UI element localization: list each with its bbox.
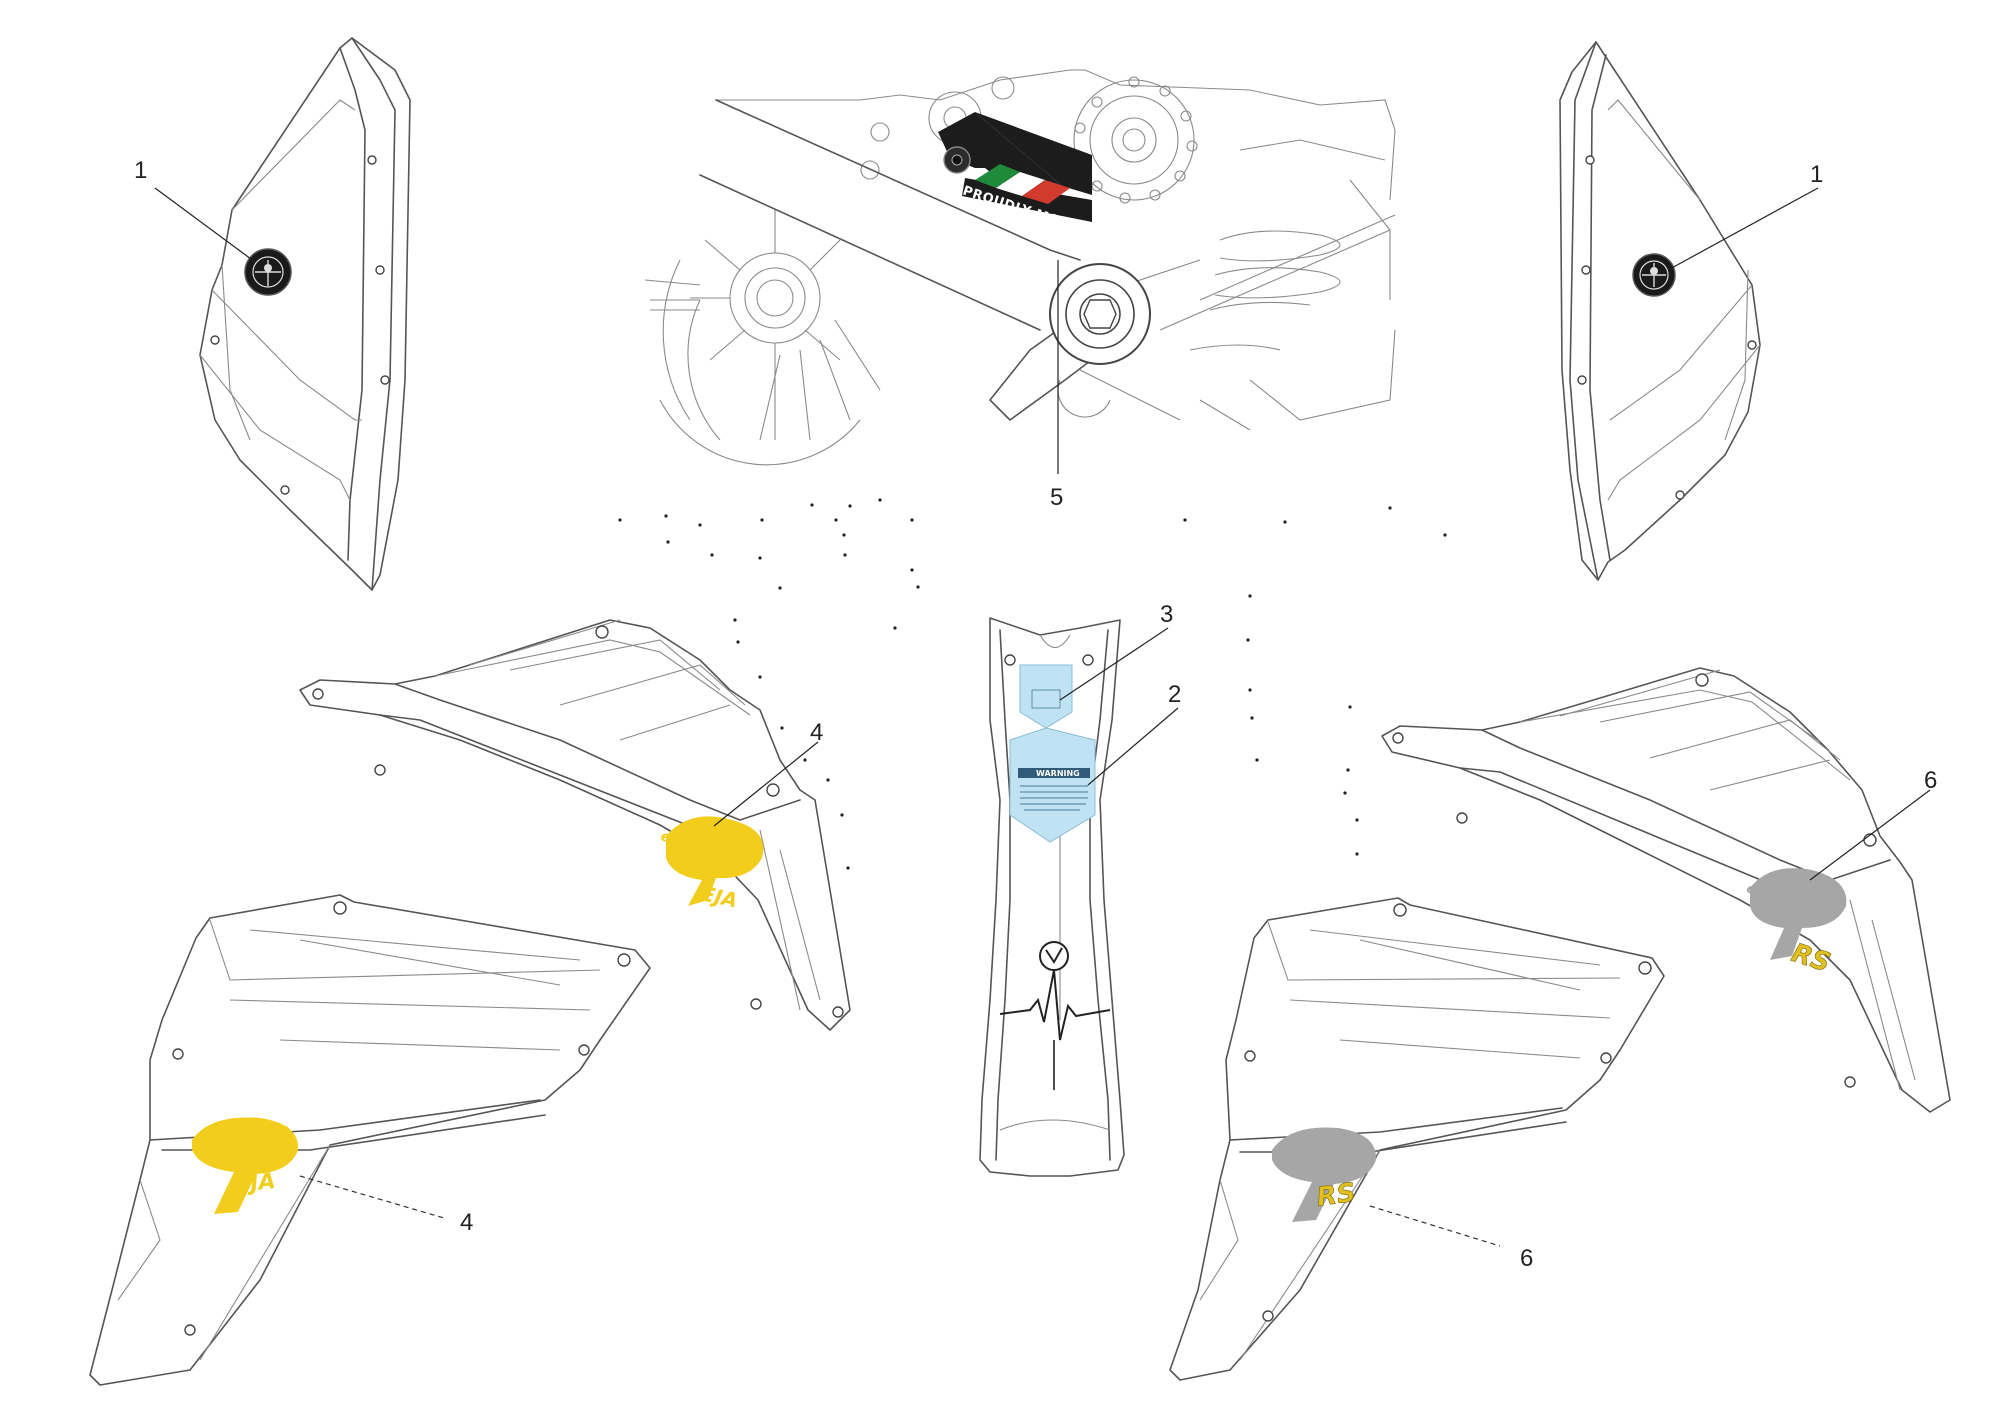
label-2-warning: WARNING xyxy=(1009,727,1096,843)
center-logo xyxy=(999,941,1111,1090)
center-cover: WARNING 3 2 xyxy=(979,601,1181,1177)
callout-1-left: 1 xyxy=(134,157,147,184)
assembly-dots xyxy=(618,498,1447,936)
decal-esse-7: esse xyxy=(1272,1142,1310,1164)
decal-eja: EJA xyxy=(699,881,740,912)
callout-6-mid: 6 xyxy=(1924,767,1937,794)
callout-1-right: 1 xyxy=(1810,161,1823,188)
callout-3: 3 xyxy=(1160,601,1173,628)
decal-esse-rs-bottom: esse esse RS xyxy=(1272,1127,1377,1222)
callout-6-bottom: 6 xyxy=(1520,1245,1533,1272)
fairing-bottom-right: esse esse RS 6 xyxy=(1169,897,1665,1381)
flag-red xyxy=(1022,180,1070,204)
decal-eja-2: EJA xyxy=(234,1169,277,1198)
fairing-mid-left: esse esse EJA 4 xyxy=(299,619,851,1031)
label-3 xyxy=(1019,664,1073,729)
callout-4-mid: 4 xyxy=(810,719,823,746)
decal-esse-eja-bottom: esse esse EJA xyxy=(192,1117,299,1214)
callout-4-bottom: 4 xyxy=(460,1209,473,1236)
flag-white xyxy=(996,172,1045,196)
logo-badge-right xyxy=(1632,253,1676,297)
flag-green xyxy=(975,164,1020,188)
fairing-bottom-left: esse esse EJA 4 xyxy=(89,894,651,1386)
side-panel-right: 1 xyxy=(1559,41,1823,581)
callout-5: 5 xyxy=(1050,484,1063,511)
decal-esse-8: esse xyxy=(1328,1132,1366,1154)
decal-esse-eja-mid: esse esse EJA xyxy=(659,816,764,912)
frame-detail: PROUDLY MADE IN MODENA 5 xyxy=(644,69,1396,511)
warning-title: WARNING xyxy=(1036,769,1080,778)
logo-badge-left xyxy=(244,248,292,296)
side-panel-left: 1 xyxy=(134,37,411,591)
decal-rs-2: RS xyxy=(1315,1178,1358,1213)
callout-2: 2 xyxy=(1168,681,1181,708)
made-in-modena-plate: PROUDLY MADE IN MODENA xyxy=(938,112,1170,264)
